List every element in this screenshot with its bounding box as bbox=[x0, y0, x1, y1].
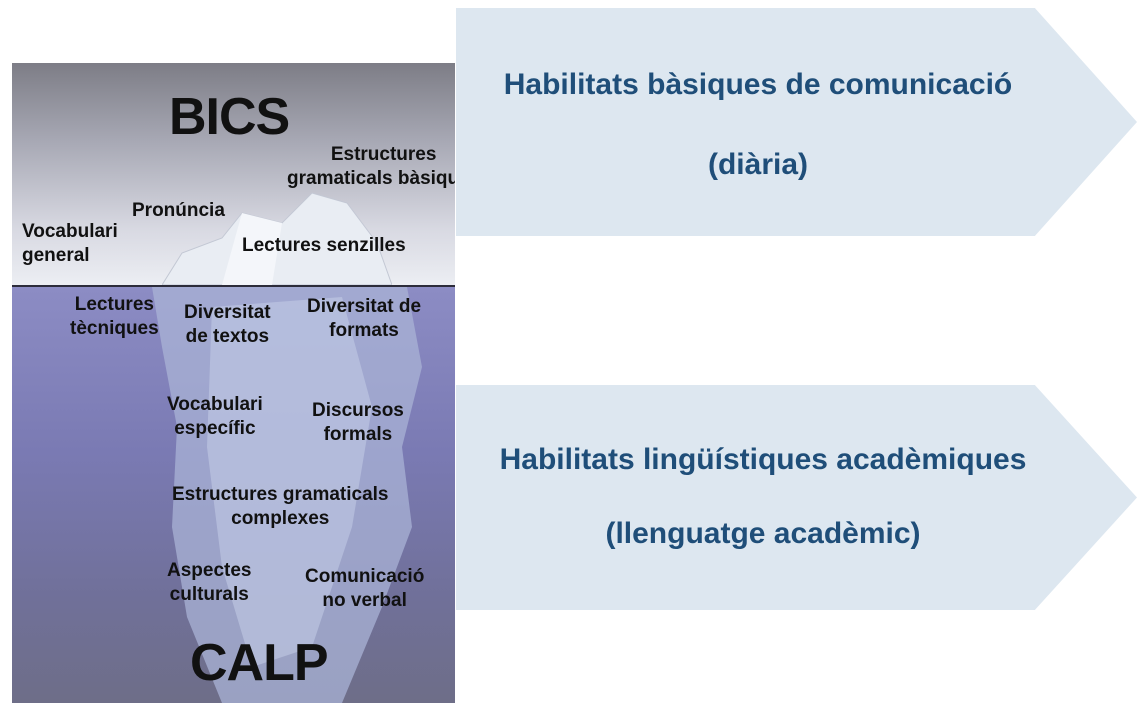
label-line: formals bbox=[323, 423, 393, 445]
label-comunicacio-no-verbal: Comunicació no verbal bbox=[305, 565, 424, 613]
label-diversitat-formats: Diversitat de formats bbox=[307, 295, 421, 343]
label-vocabulari-especific: Vocabulari específic bbox=[167, 393, 263, 441]
label-line: gramaticals bàsiques bbox=[287, 167, 455, 189]
label-lectures-senzilles: Lectures senzilles bbox=[242, 234, 406, 258]
label-line: de textos bbox=[185, 325, 270, 347]
label-estructures-complexes: Estructures gramaticals complexes bbox=[172, 483, 389, 531]
iceberg-tip bbox=[162, 192, 392, 285]
bics-title: BICS bbox=[169, 88, 290, 146]
label-line: específic bbox=[174, 417, 256, 439]
calp-arrow-line2: (llenguatge acadèmic) bbox=[605, 517, 921, 550]
label-line: Diversitat de bbox=[307, 296, 422, 317]
label-line: Lectures senzilles bbox=[242, 235, 406, 256]
bics-arrow-banner: Habilitats bàsiques de comunicació (diàr… bbox=[456, 8, 1137, 236]
calp-title: CALP bbox=[190, 634, 329, 692]
label-line: Discursos bbox=[312, 400, 404, 421]
bics-arrow-line1: Habilitats bàsiques de comunicació bbox=[503, 68, 1013, 101]
label-line: culturals bbox=[169, 583, 249, 605]
label-line: tècniques bbox=[70, 317, 159, 339]
label-line: general bbox=[22, 244, 90, 266]
label-diversitat-textos: Diversitat de textos bbox=[184, 301, 271, 349]
label-line: Estructures gramaticals bbox=[172, 484, 389, 505]
label-lectures-tecniques: Lectures tècniques bbox=[70, 293, 159, 341]
label-line: Vocabulari bbox=[22, 221, 118, 242]
label-line: Pronúncia bbox=[132, 200, 225, 221]
label-line: Lectures bbox=[74, 294, 154, 315]
label-line: complexes bbox=[231, 507, 330, 529]
label-line: Vocabulari bbox=[167, 394, 263, 415]
iceberg-underwater bbox=[152, 287, 422, 703]
label-line: Diversitat bbox=[184, 302, 271, 323]
label-estructures-basiques: Estructures gramaticals bàsiques bbox=[287, 143, 455, 191]
iceberg-panel: BICS Estructures gramaticals bàsiques Pr… bbox=[12, 63, 455, 703]
waterline bbox=[12, 285, 455, 287]
label-vocabulari-general: Vocabulari general bbox=[22, 220, 118, 268]
bics-arrow-line2: (diària) bbox=[707, 148, 809, 181]
label-line: no verbal bbox=[322, 589, 407, 611]
label-line: Estructures bbox=[330, 144, 437, 165]
calp-arrow-line1: Habilitats lingüístiques acadèmiques bbox=[499, 443, 1027, 476]
label-aspectes-culturals: Aspectes culturals bbox=[167, 559, 252, 607]
label-line: Comunicació bbox=[305, 566, 425, 587]
label-pronuncia: Pronúncia bbox=[132, 199, 225, 223]
label-line: formats bbox=[329, 319, 399, 341]
label-discursos-formals: Discursos formals bbox=[312, 399, 404, 447]
label-line: Aspectes bbox=[167, 560, 252, 581]
calp-arrow-banner: Habilitats lingüístiques acadèmiques (ll… bbox=[456, 385, 1137, 610]
